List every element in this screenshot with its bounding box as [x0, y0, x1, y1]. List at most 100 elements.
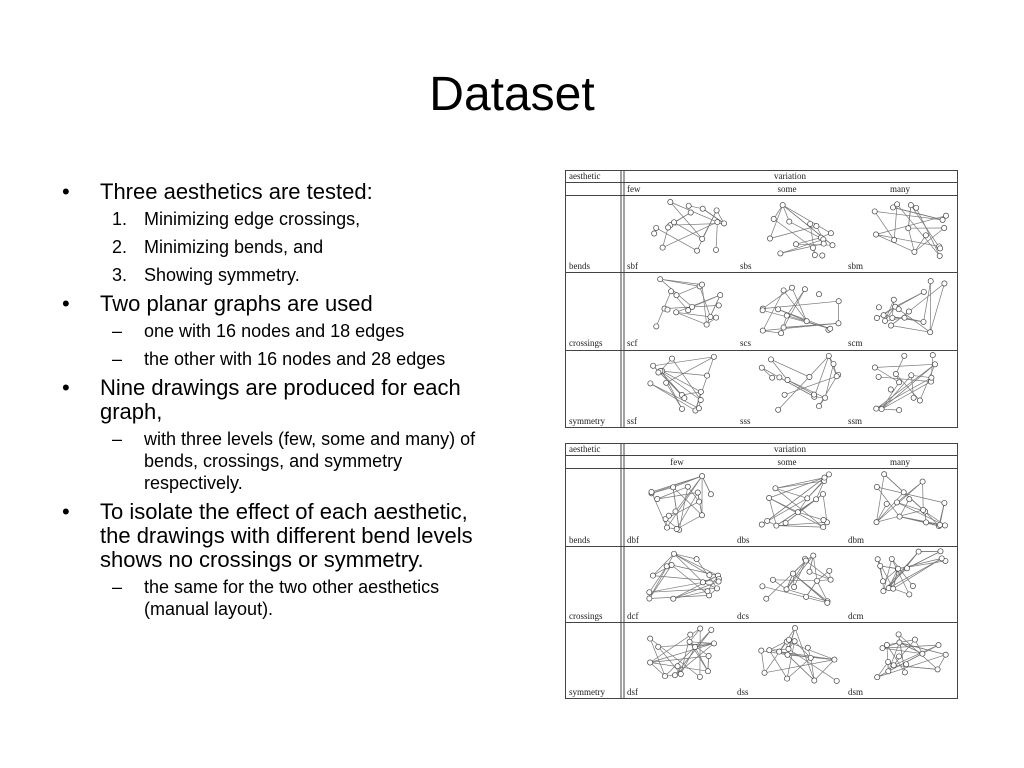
bullet-text: Two planar graphs are used [100, 291, 373, 316]
graph-edge [776, 525, 824, 528]
graph-node [820, 517, 827, 523]
graph-edge [805, 580, 818, 598]
graph-edge [671, 358, 701, 401]
graph-node [885, 668, 892, 675]
graph-node [697, 625, 704, 632]
graph-node [657, 276, 664, 283]
graph-edge [760, 650, 765, 673]
graph-node [927, 329, 934, 336]
graph-node [673, 309, 680, 316]
graph-node [775, 306, 782, 313]
graph-edge [777, 355, 830, 411]
graph-node [807, 654, 814, 661]
graph-node [822, 394, 829, 401]
graph-edge [809, 571, 831, 581]
graph-node [647, 659, 654, 666]
graph-node [789, 284, 795, 291]
graph-node [671, 672, 678, 679]
header-aesthetic: aesthetic [569, 171, 600, 181]
graph-node [811, 391, 818, 398]
cell-label: scf [627, 338, 638, 348]
sub-bullet-marker: 1. [112, 209, 128, 229]
graph-edge [650, 655, 709, 663]
sub-bullet-item: –with three levels (few, some and many) … [62, 428, 482, 494]
cell-label: dsf [627, 687, 638, 697]
bullet-marker: • [62, 291, 70, 316]
graph-node [873, 315, 880, 321]
graph-edge [910, 204, 941, 249]
cell-label: dcm [848, 611, 864, 621]
header-aesthetic: aesthetic [569, 444, 600, 454]
graph-node [895, 631, 902, 638]
graph-drawing [758, 352, 842, 413]
graph-node [907, 202, 914, 209]
graph-node [694, 489, 701, 496]
graph-node [934, 666, 941, 673]
graph-edge [762, 330, 782, 334]
cell-label: sss [740, 416, 751, 426]
sub-bullet-marker: – [112, 577, 123, 597]
graph-node [807, 220, 814, 227]
graph-node [904, 565, 910, 572]
graph-edge [881, 364, 936, 410]
graph-node [824, 599, 831, 606]
graph-node [655, 369, 662, 376]
graph-node [916, 397, 923, 404]
graph-node [801, 286, 808, 293]
bullet-item: •Three aesthetics are tested: [62, 180, 482, 204]
sub-bullet-item: –one with 16 nodes and 18 edges [62, 320, 482, 342]
graph-edge [699, 286, 711, 318]
graph-node [910, 394, 917, 401]
graph-drawing [874, 631, 949, 681]
graph-node [671, 550, 677, 557]
graph-drawing [647, 353, 717, 414]
graph-edge [888, 568, 899, 589]
graph-node [665, 224, 672, 231]
graph-node [941, 280, 948, 287]
graph-node [785, 636, 792, 643]
graph-node [896, 379, 903, 386]
bullet-list: •Three aesthetics are tested: 1.Minimizi… [62, 180, 482, 626]
graph-node [905, 308, 912, 315]
graph-node [776, 374, 783, 381]
graph-node [927, 278, 934, 285]
graph-edge [924, 511, 940, 527]
graph-edge [883, 558, 893, 592]
graph-edge [783, 322, 839, 328]
graph-edge [651, 475, 703, 493]
bullet-item: •Nine drawings are produced for each gra… [62, 376, 482, 424]
graph-node [803, 593, 810, 600]
graph-edge [786, 289, 806, 316]
graph-edge [907, 205, 912, 229]
graph-node [804, 495, 811, 502]
graph-edge [787, 379, 826, 399]
graph-node [937, 548, 944, 555]
graph-node [871, 208, 878, 215]
sub-bullet-item: 1.Minimizing edge crossings, [62, 208, 482, 230]
graph-edge [792, 573, 828, 604]
graph-edge [876, 492, 904, 523]
graph-node [770, 216, 777, 222]
graph-edge [810, 657, 815, 681]
graph-node [662, 673, 668, 680]
graph-edge [687, 486, 700, 502]
graph-edge [775, 477, 825, 489]
graph-node [873, 231, 879, 238]
graph-edge [769, 204, 784, 239]
graph-node [685, 202, 692, 209]
graph-node [891, 237, 898, 243]
graph-node [929, 352, 936, 359]
graph-node [820, 491, 826, 498]
graph-node [811, 252, 818, 258]
graph-node [813, 496, 820, 503]
cell-label: sbf [627, 261, 638, 271]
row-label: bends [569, 261, 590, 271]
graph-node [699, 281, 705, 288]
level-label: many [890, 457, 910, 467]
graph-drawing [759, 284, 842, 337]
graph-edge [886, 644, 906, 673]
bullet-group-1: •Three aesthetics are tested: 1.Minimizi… [62, 180, 482, 286]
graph-node [699, 473, 706, 480]
graph-edge [660, 278, 703, 285]
graph-edge [670, 201, 703, 240]
